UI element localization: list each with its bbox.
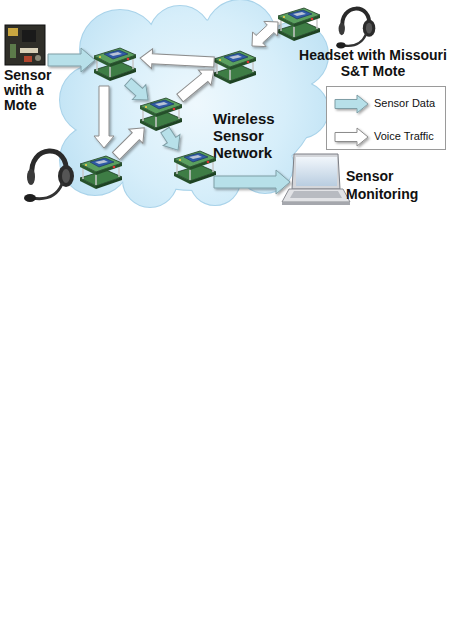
laptop-screen bbox=[296, 157, 337, 186]
sensor-part bbox=[8, 28, 18, 36]
legend-swatch bbox=[335, 95, 368, 113]
cloud-lobe bbox=[272, 82, 328, 138]
sensor-board bbox=[5, 25, 45, 65]
cloud-lobe bbox=[60, 125, 130, 195]
sensor-part bbox=[10, 44, 16, 58]
cloud-lobe bbox=[60, 125, 130, 195]
cloud-lobe bbox=[60, 65, 130, 135]
sensor-part bbox=[24, 56, 32, 62]
laptop-base bbox=[282, 189, 350, 202]
sensor-pcb bbox=[5, 25, 45, 65]
laptop-edge bbox=[282, 202, 350, 205]
cloud-shape bbox=[60, 4, 332, 207]
node-label: Sensor with a Mote bbox=[4, 68, 60, 113]
headset-icon bbox=[336, 9, 375, 49]
legend-box: Sensor DataVoice Traffic bbox=[326, 86, 446, 150]
legend-label: Sensor Data bbox=[374, 97, 435, 109]
legend-sample bbox=[333, 94, 371, 114]
cloud-lobe bbox=[60, 65, 130, 135]
sensor-node: Sensor with a Mote bbox=[4, 24, 48, 66]
laptop-keyboard bbox=[290, 191, 342, 198]
node-label: Headset with Missouri S&T Mote bbox=[298, 47, 448, 79]
network-cloud: Wireless Sensor Network bbox=[60, 4, 332, 207]
legend-label: Voice Traffic bbox=[374, 130, 434, 142]
laptop-lid bbox=[292, 154, 340, 189]
cloud-lobe bbox=[149, 6, 211, 68]
node-label: Sensor Monitoring bbox=[346, 167, 438, 203]
legend-sample bbox=[333, 127, 371, 147]
cloud-lobe bbox=[272, 82, 328, 138]
sensor-chip bbox=[22, 30, 36, 42]
sensor-part bbox=[35, 55, 41, 61]
cloud-lobe bbox=[190, 155, 240, 205]
node-label: Wireless Sensor Network bbox=[213, 110, 287, 161]
sensor-part bbox=[20, 48, 38, 53]
legend-swatch bbox=[335, 128, 368, 146]
monitor-node: Sensor Monitoring bbox=[290, 152, 346, 206]
headset-node: Headset with Missouri S&T Mote bbox=[278, 0, 386, 46]
cloud-lobe bbox=[190, 155, 240, 205]
cloud-lobe bbox=[123, 153, 177, 207]
cloud-lobe bbox=[123, 153, 177, 207]
cloud-lobe bbox=[149, 6, 211, 68]
